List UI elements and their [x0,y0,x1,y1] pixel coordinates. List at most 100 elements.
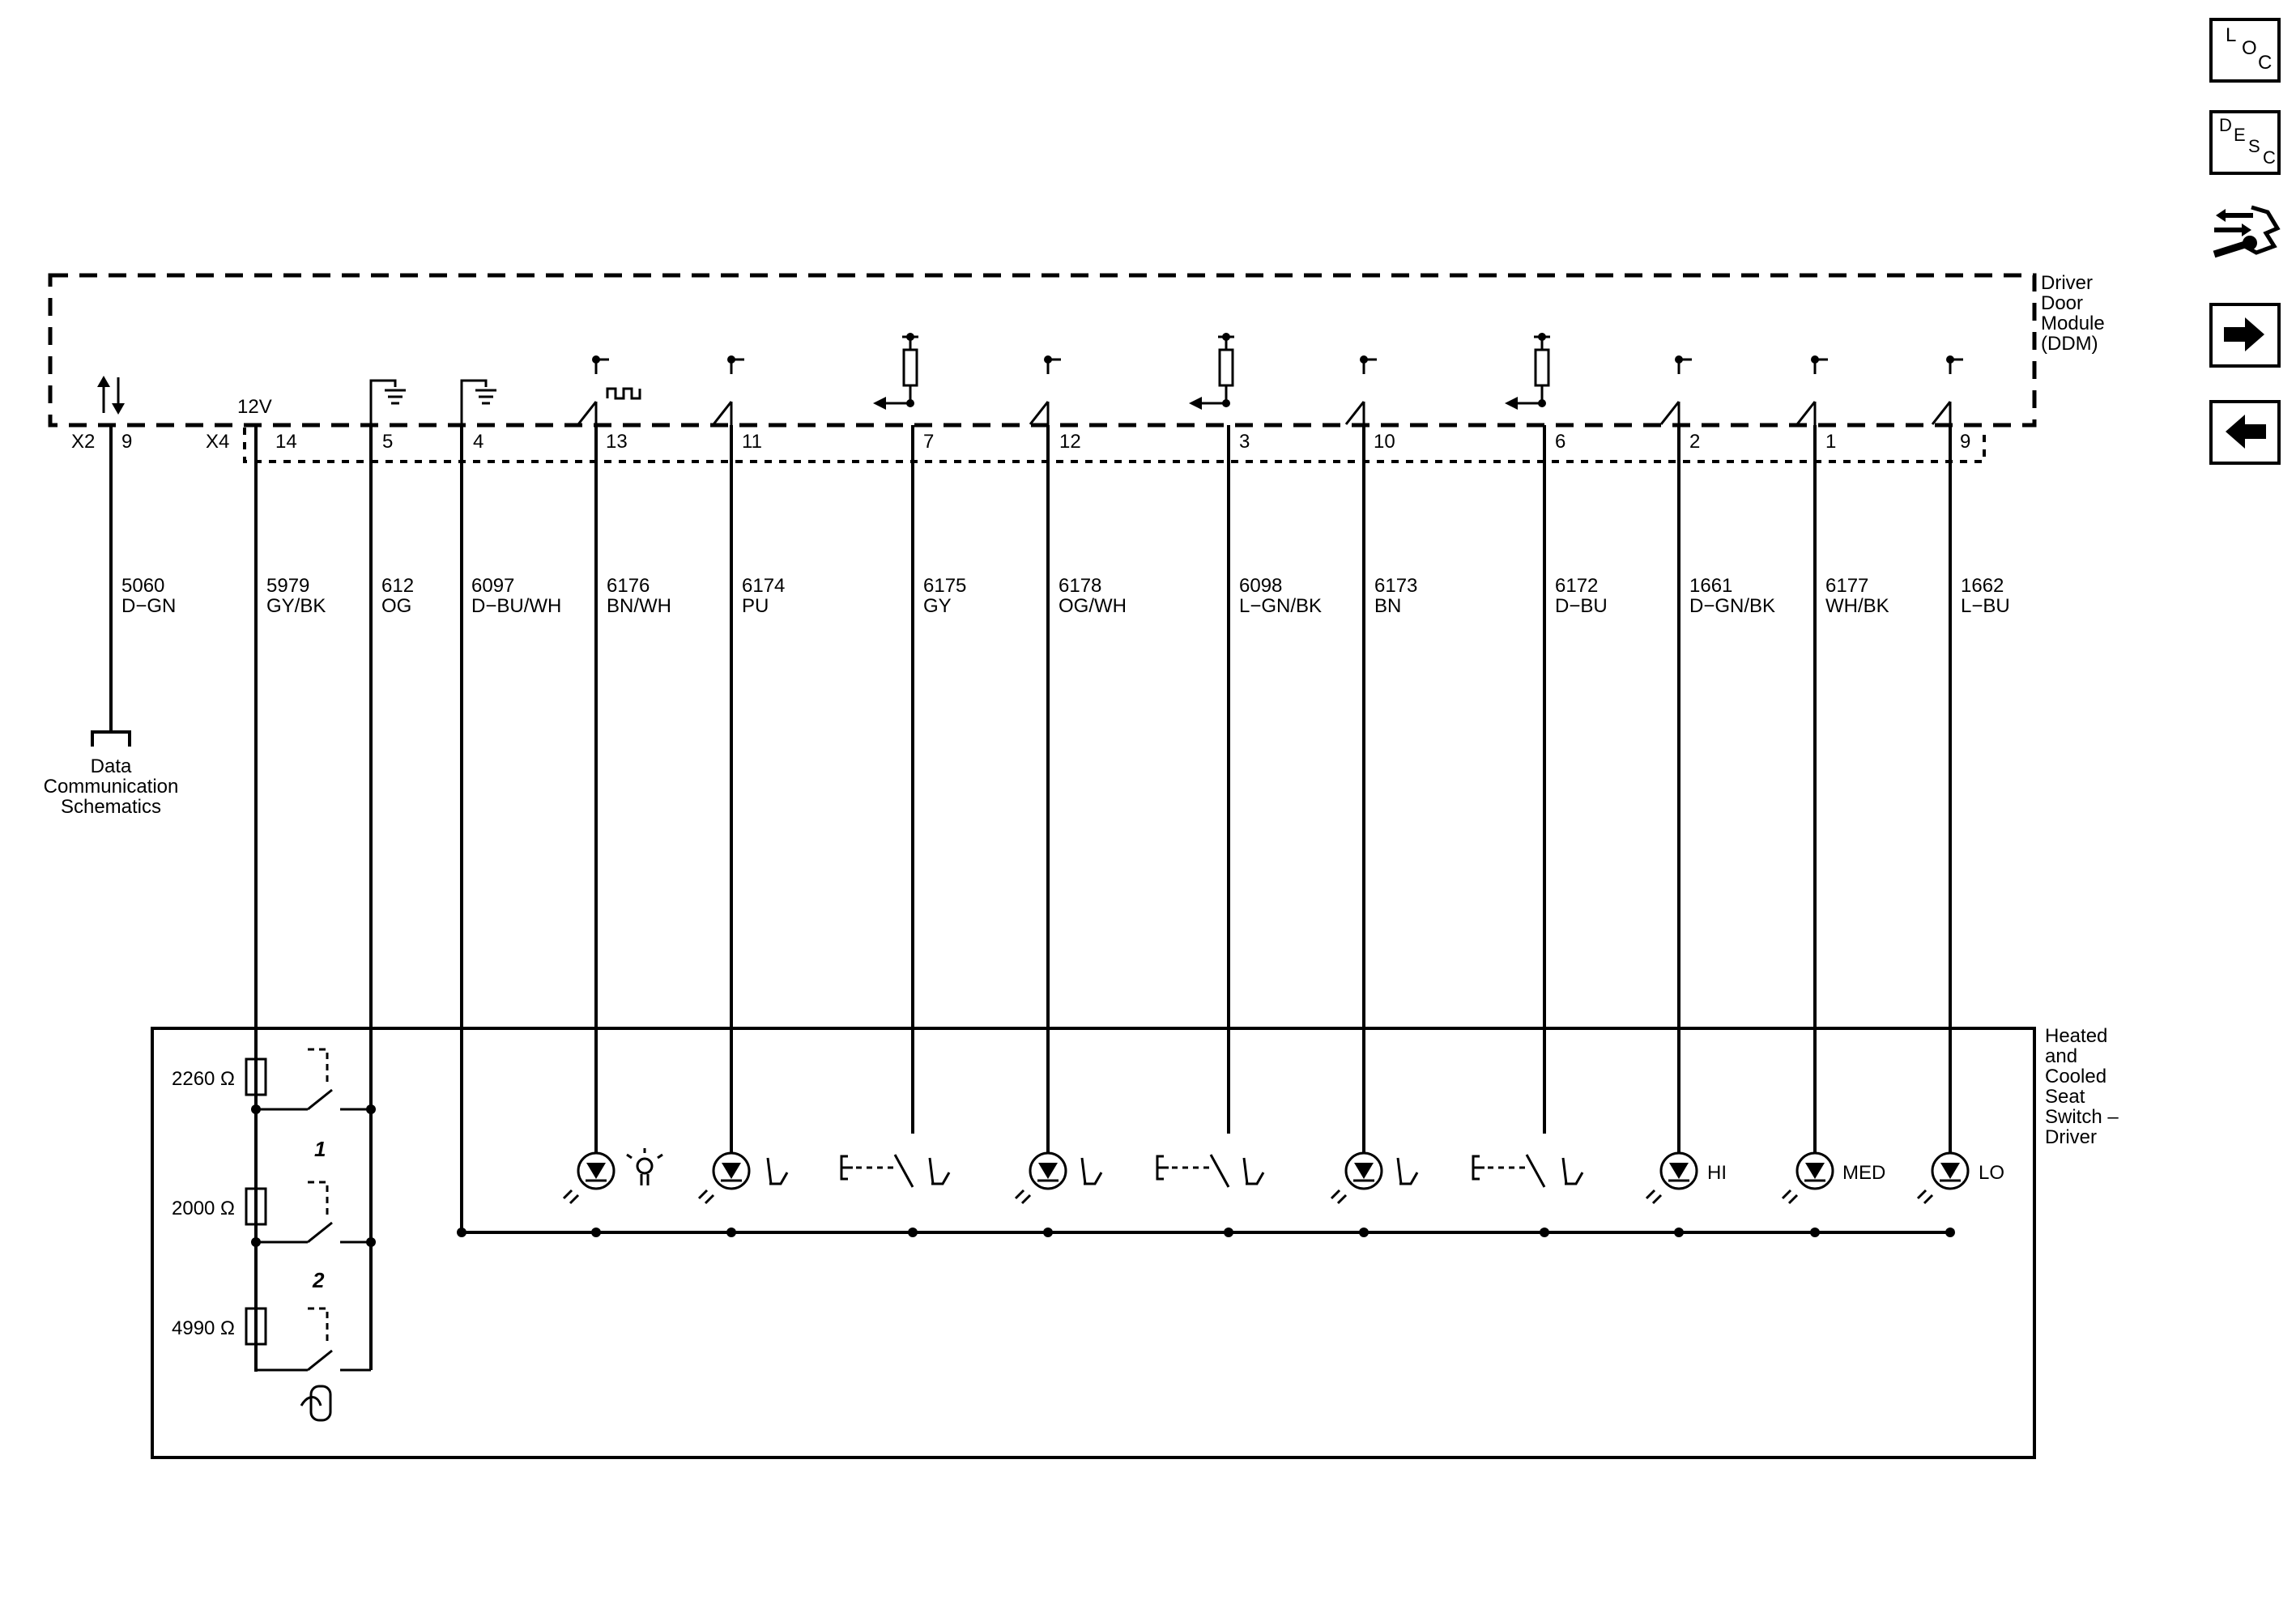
component-view-button[interactable] [2209,201,2281,266]
pin-6: 6 [1555,431,1565,453]
circuit-color: GY [923,595,952,617]
lo-indicator-led [1916,1151,1970,1205]
resistor-4990 [245,1307,267,1346]
ddm-title: Driver Door Module (DDM) [2041,272,2105,355]
next-page-icon [2224,317,2264,351]
circuit-number: 1661 [1689,575,1732,597]
pullup-resistor-pin3 [1189,333,1234,410]
circuit-color: D−GN/BK [1689,595,1775,617]
pullup-resistor-pin7 [873,333,918,410]
pin-5: 5 [382,431,393,453]
cool-seat-switch [1156,1150,1233,1188]
pin-13: 13 [606,431,628,453]
ground-symbol-pin4 [460,379,498,428]
indicator-label-hi: HI [1707,1162,1727,1184]
bus-junction-dot [591,1228,601,1237]
switch-position-2: 2 [312,1268,325,1292]
pin-numbers: 14 5 4 13 11 7 12 3 10 6 2 1 9 [275,431,1970,453]
location-view-button[interactable]: L O C [2209,18,2281,83]
module-output-switch [712,355,744,428]
ddm-module-outline [48,273,2037,428]
svg-text:Schematics: Schematics [61,796,161,818]
resistor-value: 2260 Ω [172,1068,235,1090]
heated-seat-cushion-icon [1396,1157,1419,1185]
pin-10: 10 [1374,431,1395,453]
module-output-switch [1029,355,1061,428]
circuit-number: 6173 [1374,575,1417,597]
svg-text:Cooled: Cooled [2045,1066,2106,1087]
component-view-icon [2213,205,2281,258]
resistor-2000 [245,1187,267,1226]
module-output-switch [1344,355,1377,428]
previous-page-button[interactable] [2209,400,2281,465]
vref-label: 12V [237,396,272,418]
circuit-color: PU [742,595,769,617]
circuit-color: D−GN [121,595,176,617]
circuit-color: WH/BK [1825,595,1889,617]
circuit-color: L−BU [1961,595,2010,617]
ground-symbol-pin5 [369,379,407,428]
heat-seat-back-switch [840,1150,918,1188]
module-output-switch [1931,355,1963,428]
hi-indicator-led [1645,1151,1698,1205]
circuit-color: OG/WH [1059,595,1127,617]
heat-seat-cushion-switch [1472,1150,1549,1188]
cool-led [1014,1151,1067,1205]
previous-page-icon [2226,415,2266,449]
svg-text:Switch –: Switch – [2045,1106,2119,1128]
circuit-number: 6097 [471,575,514,597]
resistor-value: 2000 Ω [172,1198,235,1219]
resistor-2260 [245,1057,267,1096]
resistor-value: 4990 Ω [172,1317,235,1339]
page-reference-bracket [91,730,131,747]
circuit-number: 6174 [742,575,785,597]
circuit-number: 1662 [1961,575,2004,597]
circuit-color: GY/BK [266,595,326,617]
svg-text:Driver: Driver [2041,272,2093,294]
module-output-switch [1795,355,1828,428]
heated-seat-cushion-icon [1561,1157,1584,1185]
circuit-number: 612 [381,575,414,597]
circuit-color: BN [1374,595,1401,617]
module-output-switch [577,355,609,428]
circuit-number: 6178 [1059,575,1101,597]
seat-switch-outline [151,1027,2036,1459]
circuit-labels: 5060 D−GN 5979 GY/BK 612 OG 6097 D−BU/WH… [121,575,2010,617]
pin-7: 7 [923,431,934,453]
bus-junction-dot [457,1228,466,1237]
bus-junction-dot [1043,1228,1053,1237]
description-view-button[interactable]: D E S C [2209,110,2281,175]
seat-mode-icon [300,1385,332,1422]
heated-seat-back-icon [928,1157,951,1185]
circuit-number: 5979 [266,575,309,597]
connector-x2-pin: 9 [121,431,132,453]
circuit-number: 5060 [121,575,164,597]
circuit-number: 6177 [1825,575,1868,597]
circuit-color: L−GN/BK [1239,595,1322,617]
circuit-number: 6098 [1239,575,1282,597]
indicator-label-lo: LO [1979,1162,2004,1184]
module-output-switches [577,355,1963,428]
circuit-number: 6175 [923,575,966,597]
circuit-color: OG [381,595,411,617]
bus-junction-dot [1224,1228,1233,1237]
svg-text:(DDM): (DDM) [2041,333,2098,355]
svg-text:and: and [2045,1045,2077,1067]
svg-text:Data: Data [91,755,132,777]
circuit-color: BN/WH [607,595,671,617]
bus-junction-dot [1540,1228,1549,1237]
pullup-resistor-pin6 [1505,333,1550,410]
pin-12: 12 [1059,431,1081,453]
heat-cushion-led [1330,1151,1383,1205]
wires [109,425,1952,1370]
switch-position-1: 1 [314,1137,326,1161]
cooled-seat-icon [1080,1157,1103,1185]
pin-11: 11 [742,431,762,453]
heated-seat-back-icon [766,1157,789,1185]
svg-text:Seat: Seat [2045,1086,2085,1108]
data-communication-reference[interactable]: Data Communication Schematics [44,755,179,818]
pin-1: 1 [1825,431,1836,453]
next-page-button[interactable] [2209,303,2281,368]
lamp-icon [626,1148,663,1185]
